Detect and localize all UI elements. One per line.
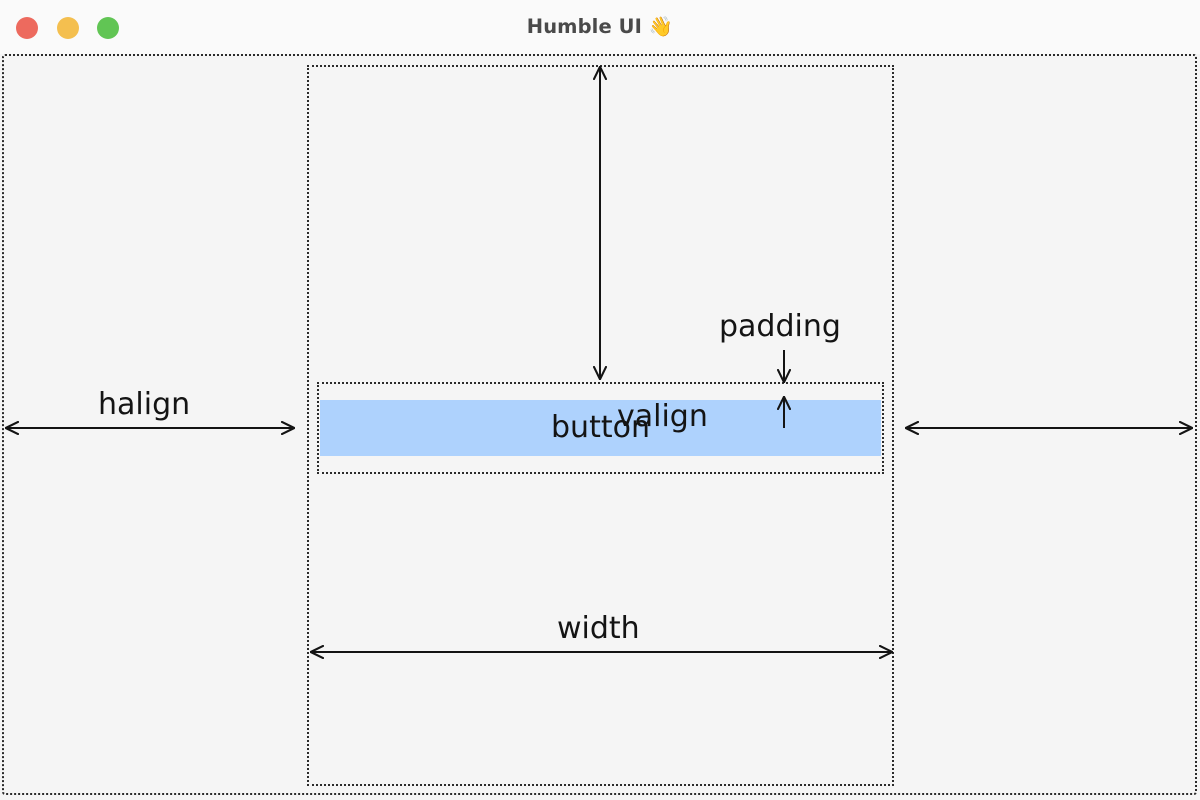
window-title: Humble UI 👋 [526,15,674,38]
close-window-button[interactable] [16,17,38,39]
padding-label: padding [719,309,841,344]
width-label: width [557,611,640,646]
button-label: button [551,410,650,445]
outer-frame-box [2,54,1197,795]
halign-label: halign [98,387,191,422]
padding-box [317,382,884,474]
valign-label: valign [617,399,708,434]
maximize-window-button[interactable] [97,17,119,39]
diagram-canvas: button [0,54,1200,800]
minimize-window-button[interactable] [57,17,79,39]
button[interactable]: button [320,400,881,456]
title-bar: Humble UI 👋 [0,0,1200,54]
